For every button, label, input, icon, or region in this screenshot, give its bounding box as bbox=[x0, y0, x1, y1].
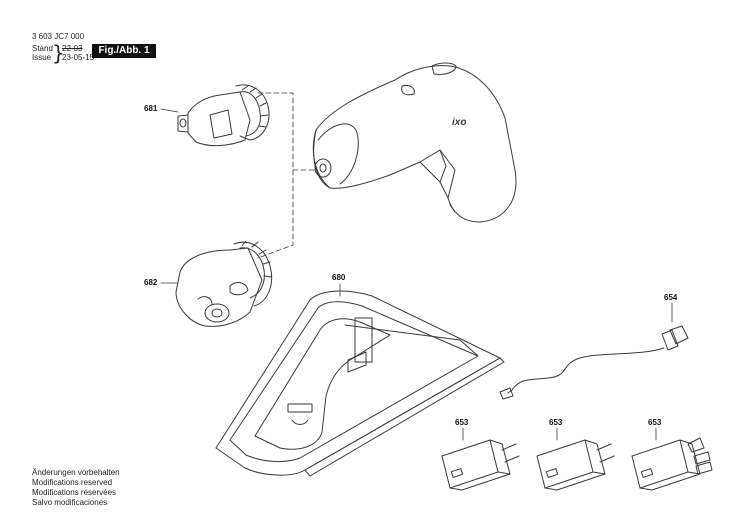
footer-note-de: Änderungen vorbehalten bbox=[32, 468, 120, 477]
part-681-adapter bbox=[177, 84, 270, 147]
footer-note-fr: Modifications réservées bbox=[32, 488, 117, 497]
part-654-usb-cable bbox=[499, 325, 689, 400]
callout-653-a: 653 bbox=[455, 418, 469, 427]
brace-glyph: } bbox=[52, 41, 65, 65]
part-682-adapter bbox=[175, 240, 273, 327]
part-number: 3 603 JC7 000 bbox=[32, 32, 85, 41]
callout-654: 654 bbox=[664, 293, 678, 302]
part-653-charger-a bbox=[441, 439, 520, 491]
figure-badge: Fig./Abb. 1 bbox=[92, 44, 156, 58]
footer-note-es: Salvo modificaciones bbox=[32, 498, 108, 507]
callout-653-c: 653 bbox=[648, 418, 662, 427]
stand-date: 22-03 bbox=[62, 44, 83, 53]
ixo-logo: ixo bbox=[452, 117, 466, 128]
callout-681: 681 bbox=[144, 104, 158, 113]
stand-label: Stand bbox=[32, 44, 53, 53]
part-653-charger-c bbox=[631, 437, 713, 491]
assembly-guide-dashed bbox=[257, 92, 317, 259]
leader-lines bbox=[160, 108, 673, 441]
footer-note-en: Modifications reserved bbox=[32, 478, 113, 487]
screwdriver-body bbox=[312, 62, 517, 223]
callout-653-b: 653 bbox=[549, 418, 563, 427]
callout-682: 682 bbox=[144, 278, 158, 287]
part-680-charging-stand bbox=[215, 290, 505, 477]
footer-notes: Änderungen vorbehalten Modifications res… bbox=[32, 468, 120, 508]
issue-label: Issue bbox=[32, 53, 52, 62]
issue-date: 23-05-15 bbox=[62, 53, 95, 62]
callout-680: 680 bbox=[332, 273, 346, 282]
part-653-charger-b bbox=[536, 439, 615, 491]
